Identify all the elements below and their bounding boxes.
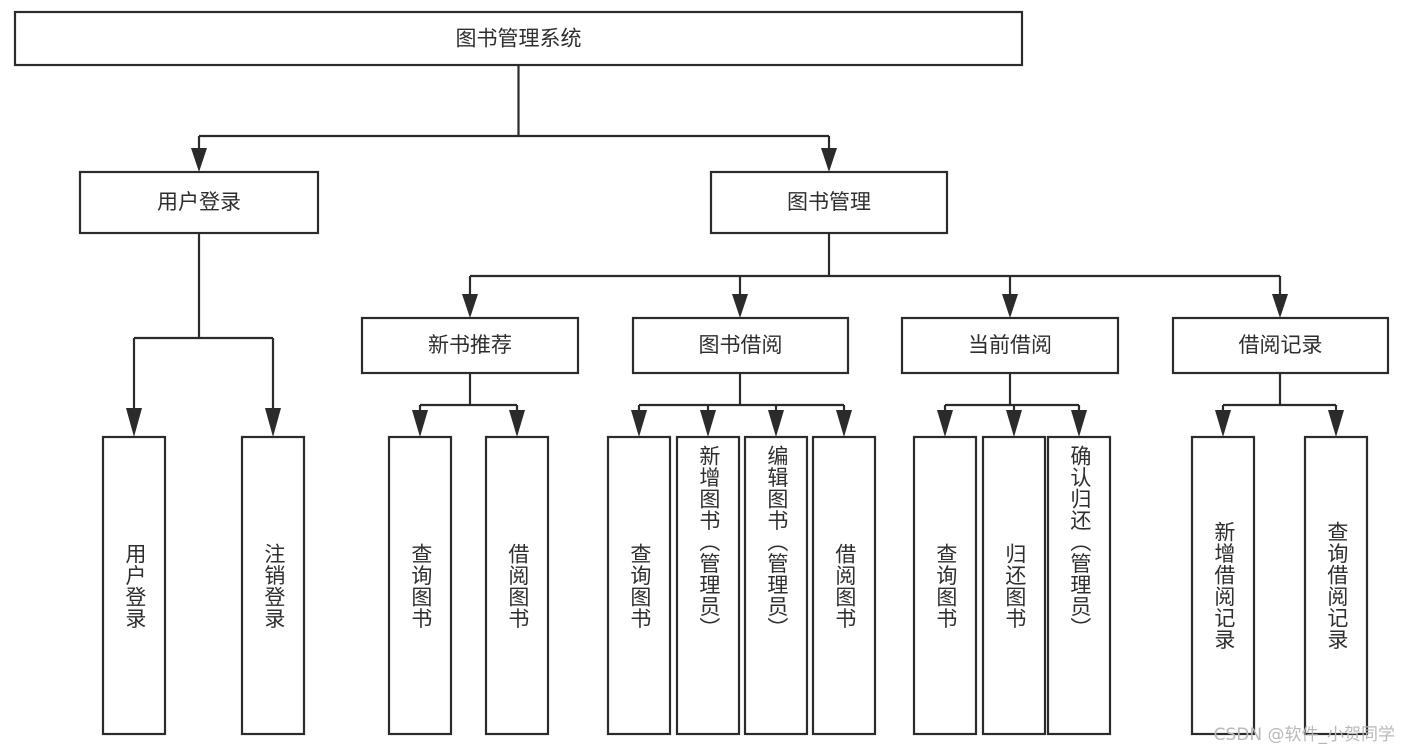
node-box-leaf-query-book-2[interactable] xyxy=(606,435,672,736)
node-box-leaf-query-book-3[interactable] xyxy=(912,435,978,736)
arrow-head-leaf-borrow-book-1 xyxy=(509,410,525,437)
connector-group-user-login xyxy=(126,233,281,437)
arrow-head-new-book-recommend xyxy=(462,294,478,318)
connector-group-current-borrow xyxy=(937,373,1087,437)
arrow-head-leaf-query-book-2 xyxy=(631,410,647,437)
node-box-user-login[interactable] xyxy=(78,170,320,235)
arrow-head-leaf-confirm-return-admin xyxy=(1071,410,1087,437)
connector-group-book-management xyxy=(462,233,1288,318)
arrow-head-current-borrow xyxy=(1002,294,1018,318)
node-label-root: 图书管理系统 xyxy=(456,27,582,51)
node-box-new-book-recommend[interactable] xyxy=(360,316,580,375)
node-box-book-borrow[interactable] xyxy=(631,316,850,375)
node-box-leaf-add-book-admin[interactable] xyxy=(675,435,741,736)
node-box-root[interactable] xyxy=(13,10,1024,67)
node-box-leaf-borrow-book-1[interactable] xyxy=(484,435,550,736)
arrow-head-leaf-query-book-3 xyxy=(937,410,953,437)
node-box-leaf-confirm-return-admin[interactable] xyxy=(1046,435,1112,736)
watermark-text: CSDN @软件_小贺同学 xyxy=(1213,725,1395,745)
node-label-user-login: 用户登录 xyxy=(157,190,241,214)
node-box-borrow-record[interactable] xyxy=(1171,316,1390,375)
node-label-borrow-record: 借阅记录 xyxy=(1239,333,1323,357)
arrow-head-user-login xyxy=(191,148,207,172)
node-box-leaf-user-login[interactable] xyxy=(101,435,167,736)
node-label-current-borrow: 当前借阅 xyxy=(968,333,1052,357)
connector-group-borrow-record xyxy=(1215,373,1344,437)
connector-group-root xyxy=(191,65,837,172)
arrow-head-leaf-add-borrow-record xyxy=(1215,410,1231,437)
node-label-book-borrow: 图书借阅 xyxy=(699,333,783,357)
arrow-head-leaf-query-borrow-record xyxy=(1328,410,1344,437)
arrow-head-book-management xyxy=(821,148,837,172)
node-box-book-management[interactable] xyxy=(709,170,949,235)
node-label-book-management: 图书管理 xyxy=(787,190,871,214)
node-box-leaf-query-borrow-record[interactable] xyxy=(1303,435,1369,736)
connector-group-book-borrow xyxy=(631,373,852,437)
node-box-leaf-return-book[interactable] xyxy=(981,435,1047,736)
arrow-head-leaf-logout xyxy=(265,408,281,437)
arrow-head-book-borrow xyxy=(732,294,748,318)
arrow-head-leaf-add-book-admin xyxy=(700,410,716,437)
arrow-head-leaf-query-book-1 xyxy=(412,410,428,437)
node-box-leaf-logout[interactable] xyxy=(240,435,306,736)
arrow-head-leaf-user-login xyxy=(126,408,142,437)
node-box-leaf-add-borrow-record[interactable] xyxy=(1190,435,1256,736)
node-box-leaf-edit-book-admin[interactable] xyxy=(743,435,809,736)
arrow-head-borrow-record xyxy=(1272,294,1288,318)
node-label-new-book-recommend: 新书推荐 xyxy=(428,333,512,357)
arrow-head-leaf-borrow-book-2 xyxy=(836,410,852,437)
node-box-current-borrow[interactable] xyxy=(900,316,1120,375)
arrow-head-leaf-return-book xyxy=(1006,410,1022,437)
arrow-head-leaf-edit-book-admin xyxy=(768,410,784,437)
node-box-leaf-query-book-1[interactable] xyxy=(387,435,453,736)
connector-group-new-book-recommend xyxy=(412,373,525,437)
node-box-leaf-borrow-book-2[interactable] xyxy=(811,435,877,736)
